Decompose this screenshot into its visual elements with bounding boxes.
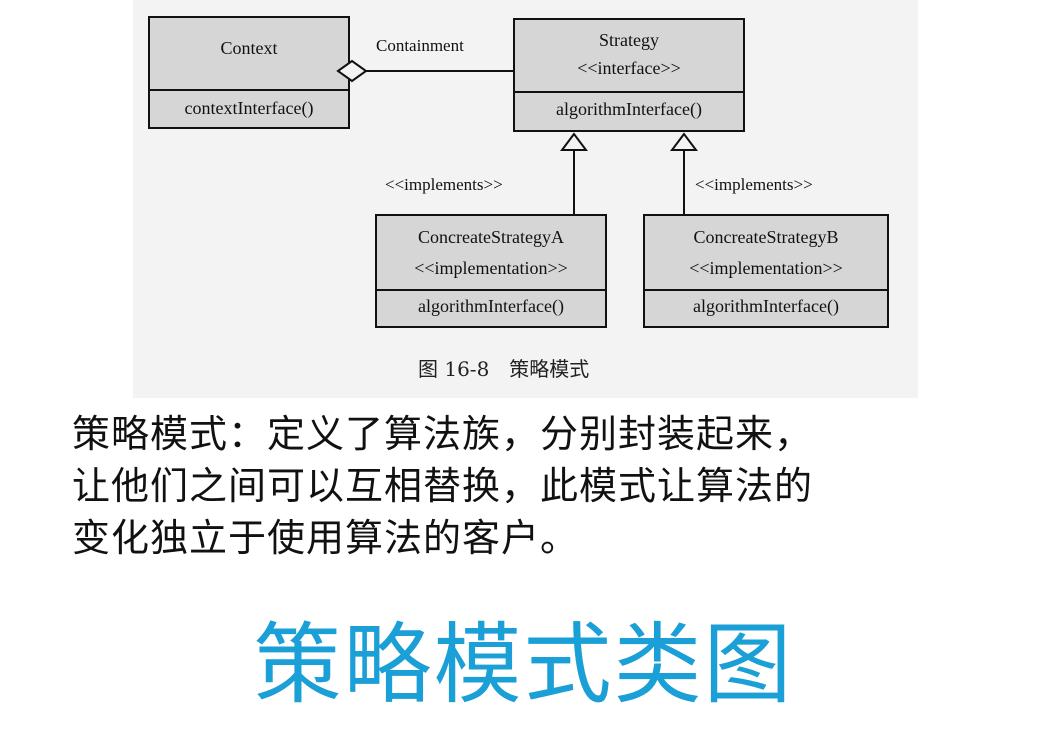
context-class-name: Context: [220, 38, 278, 58]
context-operation: contextInterface(): [184, 98, 314, 118]
containment-label: Containment: [376, 36, 464, 55]
description-line-3: 变化独立于使用算法的客户。: [72, 516, 580, 560]
strategy-interface-box: Strategy <<interface>> algorithmInterfac…: [513, 18, 745, 132]
implements-label-b: <<implements>>: [695, 175, 813, 194]
strategy-operation: algorithmInterface(): [556, 99, 702, 119]
description-line-2: 让他们之间可以互相替换，此模式让算法的: [72, 464, 814, 508]
concrete-strategy-a-operation: algorithmInterface(): [418, 296, 564, 316]
figure-caption: 图 16-8 策略模式: [418, 357, 590, 381]
realization-arrow-a-icon: [560, 132, 588, 151]
concrete-strategy-b-box: ConcreateStrategyB <<implementation>> al…: [643, 214, 889, 328]
uml-connectors: [336, 59, 698, 215]
concrete-strategy-a-divider: [377, 289, 605, 291]
concrete-strategy-b-stereotype: <<implementation>>: [689, 258, 843, 278]
concrete-strategy-b-operation: algorithmInterface(): [693, 296, 839, 316]
description-text: 策略模式：定义了算法族，分别封装起来， 让他们之间可以互相替换，此模式让算法的 …: [72, 408, 1002, 564]
concrete-strategy-a-box: ConcreateStrategyA <<implementation>> al…: [375, 214, 607, 328]
strategy-divider: [515, 91, 743, 93]
uml-figure: Context contextInterface() Strategy <<in…: [133, 0, 918, 398]
realization-arrow-b-icon: [670, 132, 698, 151]
implements-label-a: <<implements>>: [385, 175, 503, 194]
context-divider: [150, 89, 348, 91]
strategy-interface-name: Strategy: [599, 30, 659, 50]
concrete-strategy-b-name: ConcreateStrategyB: [693, 227, 839, 247]
strategy-stereotype: <<interface>>: [577, 58, 681, 78]
concrete-strategy-b-divider: [645, 289, 887, 291]
concrete-strategy-a-stereotype: <<implementation>>: [414, 258, 568, 278]
concrete-strategy-a-name: ConcreateStrategyA: [418, 227, 564, 247]
aggregation-diamond-icon: [336, 59, 368, 83]
description-line-1: 策略模式：定义了算法族，分别封装起来，: [72, 412, 814, 456]
context-class-box: Context contextInterface(): [148, 16, 350, 129]
slide-title: 策略模式类图: [253, 613, 794, 716]
